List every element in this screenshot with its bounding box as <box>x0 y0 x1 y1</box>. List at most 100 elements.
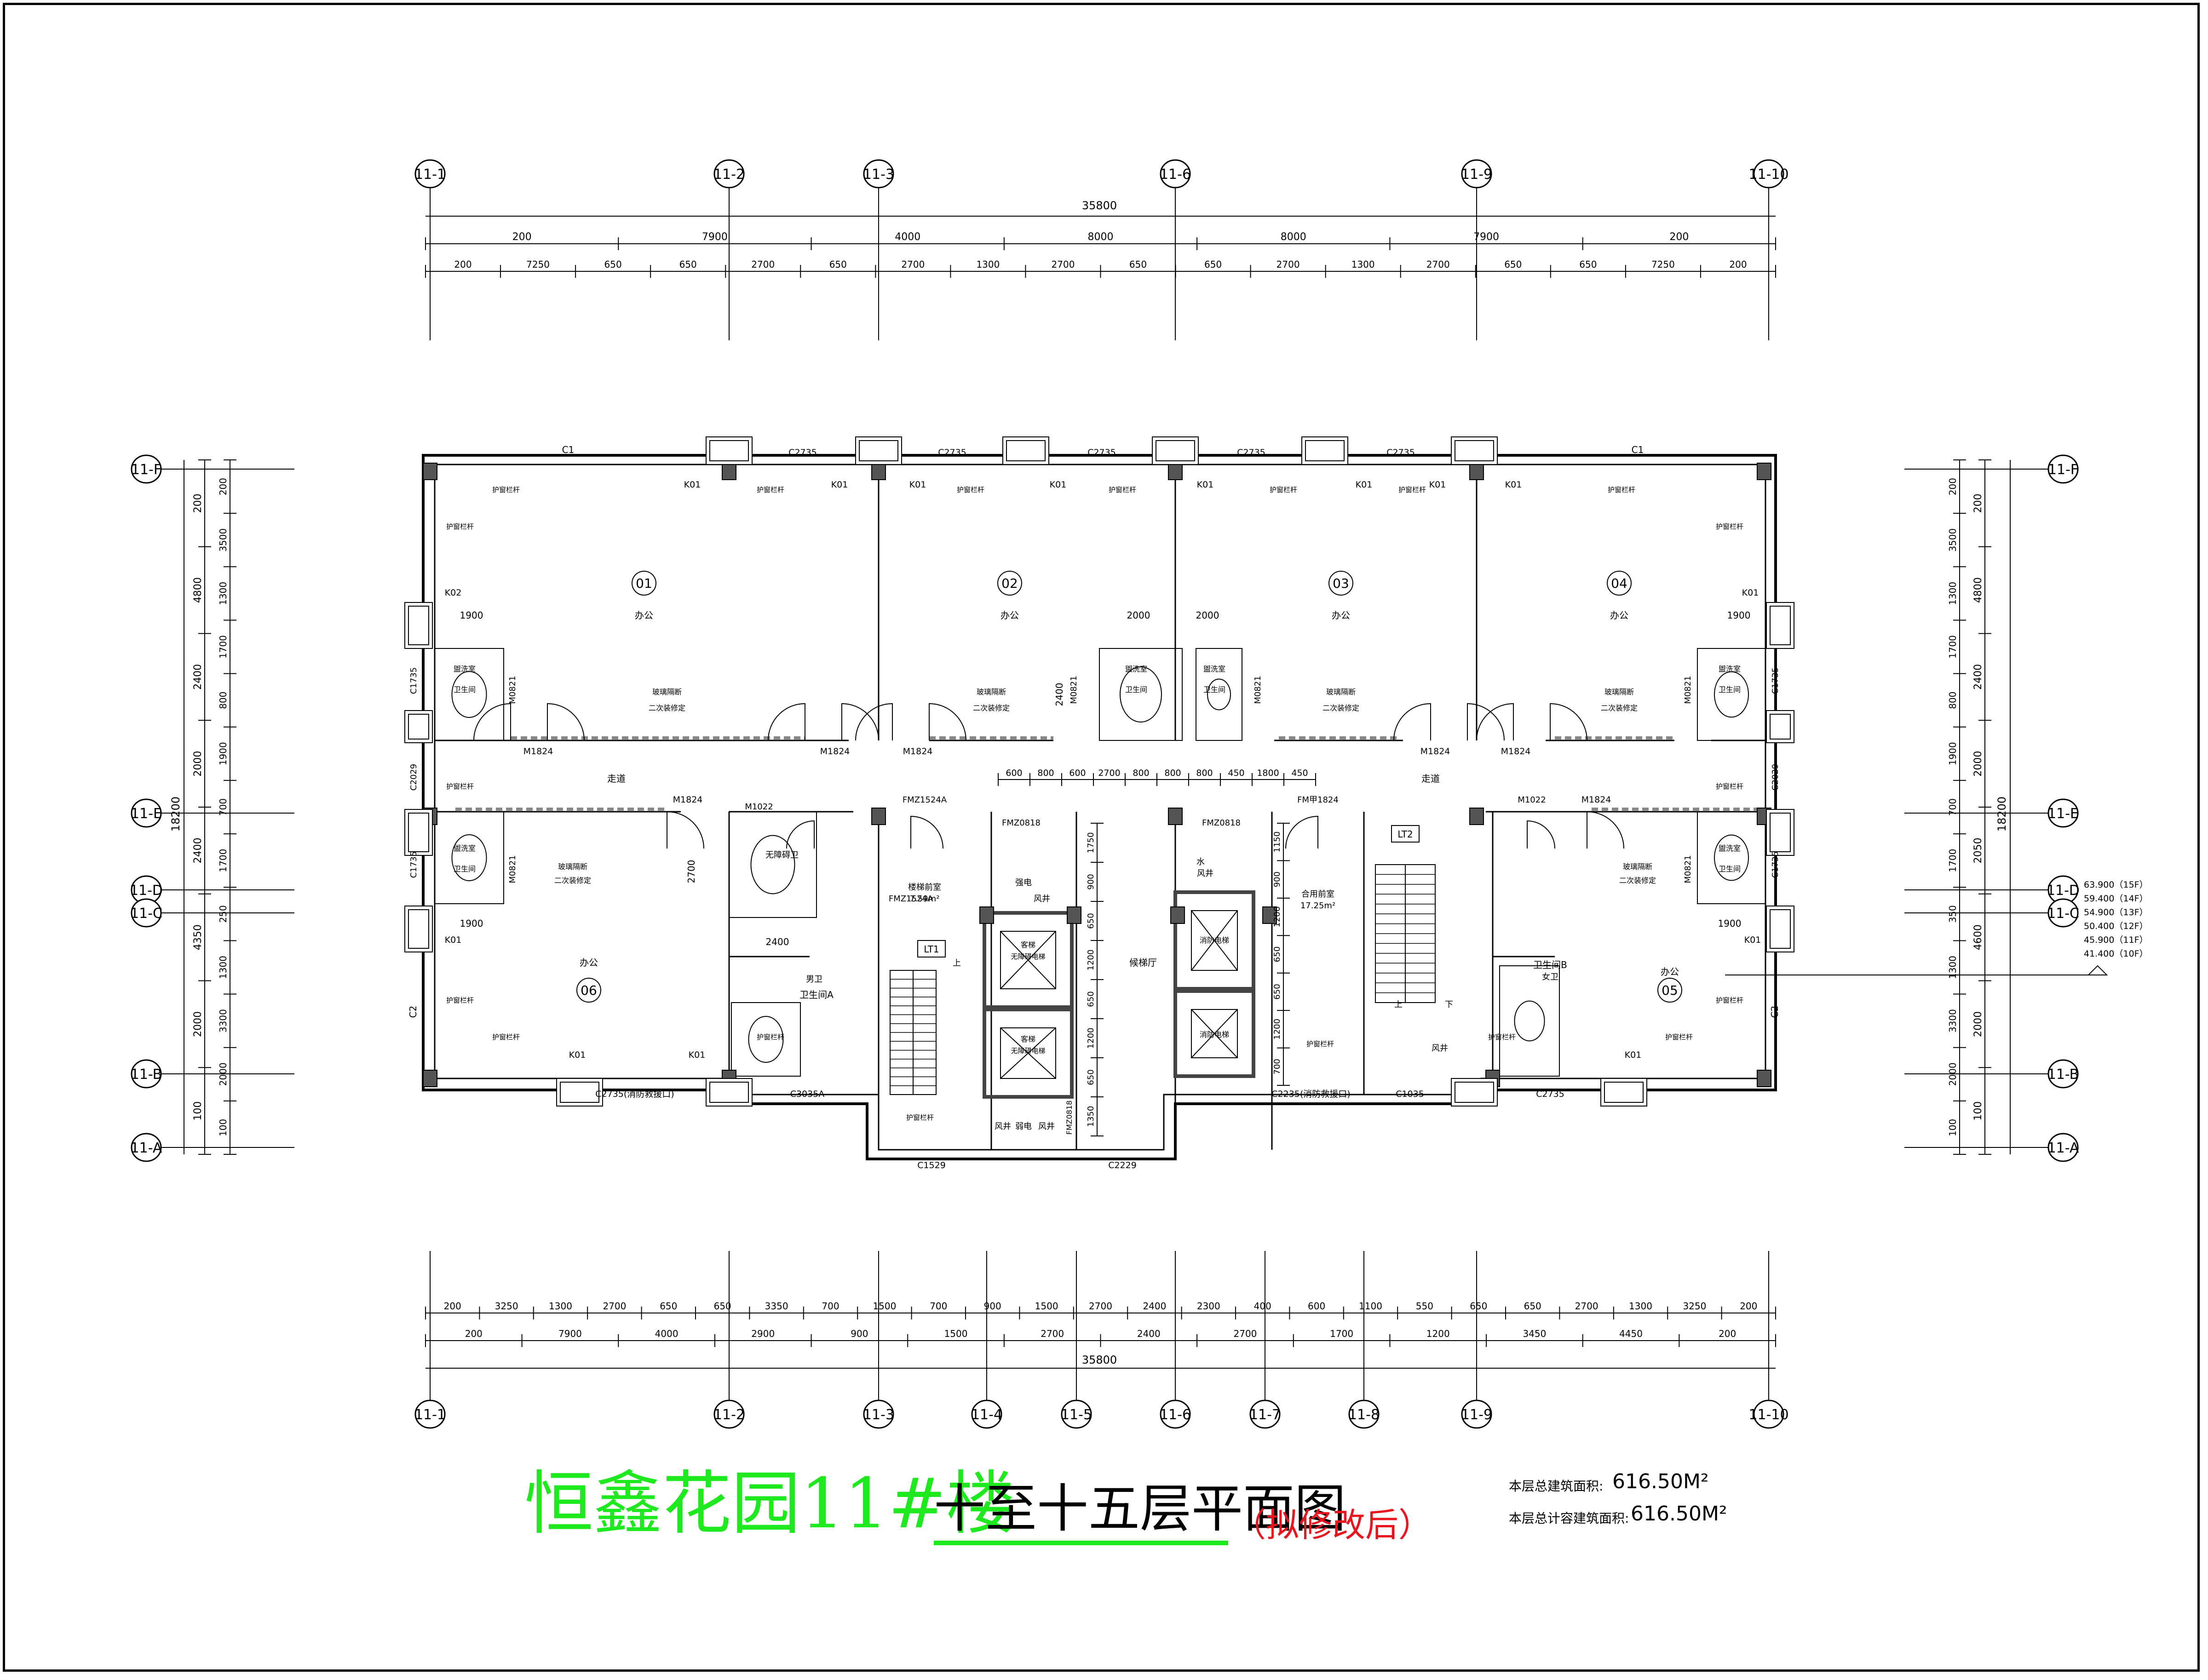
exterior-wall <box>422 454 1777 1160</box>
dim-top-row2-value: 2700 <box>1276 259 1300 270</box>
axis-bottom-11-10-bubble <box>1753 1399 1784 1429</box>
axis-bottom-11-7-label: 11-7 <box>1249 1407 1281 1423</box>
dim-right-row1-value: 100 <box>1972 1101 1984 1121</box>
axis-bottom-11-3-label: 11-3 <box>863 1407 894 1423</box>
door-code-m0821: M0821 <box>508 676 518 704</box>
room-office-label: 办公 <box>580 957 598 968</box>
axis-bottom-11-1-label: 11-1 <box>414 1407 446 1423</box>
door-swing <box>1587 811 1624 849</box>
stair-up-label: 上 <box>1394 1000 1403 1009</box>
axis-left-11-A-bubble <box>131 1133 162 1162</box>
dim-left-total: 18200 <box>169 797 182 831</box>
axis-left-11-B-bubble <box>131 1059 162 1089</box>
wash-room-label: 盥洗室 <box>454 665 476 673</box>
door-swing <box>841 703 879 741</box>
door-swing <box>1285 815 1318 849</box>
dim-bottom-row1-value: 1300 <box>1629 1301 1652 1312</box>
dim-left-row1-value: 100 <box>192 1101 204 1121</box>
room-number-04: 04 <box>1611 576 1627 591</box>
capacity-area-label: 本层总计容建筑面积: <box>1509 1511 1629 1526</box>
stair-up-label: 上 <box>953 958 961 968</box>
wash-room-label: 盥洗室 <box>1719 665 1741 673</box>
room-office-label: 办公 <box>1661 966 1679 977</box>
strong-elec-label: 强电 <box>1015 878 1032 888</box>
dim-top-row2-value: 650 <box>604 259 622 270</box>
door-code-fm1524a-lower: FMZ1524A <box>889 894 933 904</box>
elevator-car <box>1000 931 1056 989</box>
ac-unit-side-inner <box>408 813 429 852</box>
structural-column <box>423 463 437 480</box>
railing-label: 护窗栏杆 <box>446 782 474 791</box>
dim-left-row2-value: 1900 <box>218 742 229 765</box>
dim-bottom-row1-value: 2400 <box>1143 1301 1166 1312</box>
structural-column <box>979 906 994 924</box>
toilet-fixture <box>434 648 504 741</box>
window-code-k01: K01 <box>569 1050 586 1060</box>
dim-core-right-value: 1150 <box>1272 831 1282 853</box>
railing-label: 护窗栏杆 <box>492 486 520 494</box>
dim-bottom-row2-value: 1700 <box>1330 1328 1353 1339</box>
dim-top-row2-value: 650 <box>679 259 697 270</box>
room-office-label: 办公 <box>1332 610 1350 621</box>
axis-bottom-11-7-bubble <box>1249 1399 1281 1429</box>
dim-left-row1-value: 200 <box>192 493 204 513</box>
capacity-area-value: 616.50M² <box>1631 1502 1727 1525</box>
axis-left-11-C-label: 11-C <box>130 906 162 922</box>
dim-bottom-row1-value: 550 <box>1416 1301 1433 1312</box>
door-code-fm1824: FM甲1824 <box>1297 795 1339 805</box>
structural-column <box>423 1070 437 1087</box>
window-code-k01: K01 <box>684 480 701 490</box>
dim-bottom-row2-value: 7900 <box>558 1328 582 1339</box>
dim-top-row2-value: 2700 <box>1052 259 1075 270</box>
door-code-m1824: M1824 <box>1420 746 1450 757</box>
toilet-fixture <box>729 811 817 918</box>
wind-shaft-label: 风井 <box>1038 1122 1055 1131</box>
dim-label-1900: 1900 <box>460 610 483 621</box>
dim-bottom-row1-value: 1100 <box>1359 1301 1382 1312</box>
dim-bottom-row2-value: 900 <box>851 1328 868 1339</box>
door-code-m0821: M0821 <box>1683 676 1693 704</box>
dim-label-1900: 1900 <box>1718 918 1742 929</box>
window-code-c1: C1 <box>1632 444 1644 455</box>
railing-label: 护窗栏杆 <box>492 1033 520 1041</box>
shared-front-area: 17.25m² <box>1300 901 1335 911</box>
railing-label: 护窗栏杆 <box>446 996 474 1004</box>
dim-left-row2-value: 700 <box>218 798 229 816</box>
dim-bottom-row1-value: 650 <box>660 1301 677 1312</box>
ac-unit-side-inner <box>1770 606 1791 645</box>
door-code-fm0818-lower: FMZ0818 <box>1065 1101 1074 1135</box>
wash-room-label: 盥洗室 <box>454 844 476 853</box>
dim-top-row1-value: 7900 <box>702 231 728 243</box>
building-area-label: 本层总建筑面积: <box>1509 1479 1604 1494</box>
dim-core-left-value: 900 <box>1086 874 1096 889</box>
dim-bottom-row1-value: 2700 <box>1089 1301 1112 1312</box>
axis-top-11-6-bubble <box>1160 159 1191 189</box>
elevator-car <box>1191 910 1238 971</box>
dim-core-top-value: 800 <box>1133 768 1149 778</box>
axis-right-11-E-bubble <box>2047 798 2079 828</box>
toilet-fixture-bowl <box>1514 1000 1545 1042</box>
dim-bottom-row1-value: 3250 <box>495 1301 518 1312</box>
door-swing <box>768 703 805 741</box>
door-swing <box>910 815 943 849</box>
stair-down-label: 下 <box>1445 1000 1453 1009</box>
dim-bottom-row2-value: 200 <box>1719 1328 1736 1339</box>
stair-left-tag-box <box>917 940 946 958</box>
axis-left-11-A-label: 11-A <box>131 1140 162 1156</box>
axis-bottom-11-5-bubble <box>1061 1399 1092 1429</box>
toilet-fixture <box>1499 965 1560 1077</box>
axis-right-11-B-label: 11-B <box>2047 1066 2079 1083</box>
dim-right-row2-value: 1700 <box>1947 635 1958 659</box>
drawing-subtitle: 十至十五层平面图 <box>934 1479 1346 1539</box>
ac-unit-top-inner <box>1006 440 1046 461</box>
structural-column <box>1757 463 1771 480</box>
toilet-fixture-bowl <box>1714 671 1749 718</box>
axis-bottom-11-3-bubble <box>863 1399 894 1429</box>
door-swing <box>1476 703 1514 741</box>
ac-unit-side-inner <box>1770 909 1791 949</box>
stair-front-left-label: 楼梯前室 <box>908 883 941 892</box>
window-code-c2735: C2735 <box>1237 447 1265 458</box>
elevator-shaft <box>983 911 1074 1009</box>
dim-bottom-row2-value: 1500 <box>944 1328 968 1339</box>
elevator-car <box>1191 1009 1238 1058</box>
